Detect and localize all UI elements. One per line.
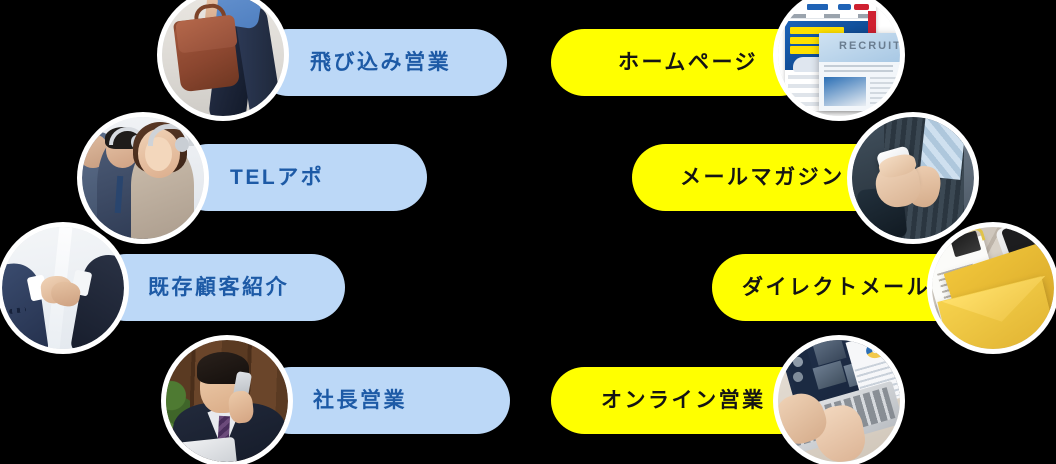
pill-right-3[interactable]: ダイレクトメール [712, 254, 974, 321]
pill-left-1[interactable]: 飛び込み営業 [255, 29, 507, 96]
president-on-phone-photo [166, 340, 288, 462]
briefcase-businessman-photo [162, 0, 284, 116]
yellow-envelopes-photo [932, 227, 1054, 349]
pill-right-3-label: ダイレクトメール [742, 276, 931, 299]
recruit-heading: RECRUIT [839, 40, 900, 53]
handshake-photo [2, 227, 124, 349]
call-center-operators-photo [82, 117, 204, 239]
smartphone-user-photo [852, 117, 974, 239]
pill-right-2-label: メールマガジン [680, 166, 845, 189]
pill-left-2[interactable]: TELアポ [175, 144, 427, 211]
pill-left-4[interactable]: 社長営業 [258, 367, 510, 434]
pill-right-2[interactable]: メールマガジン [632, 144, 894, 211]
pill-left-4-label: 社長営業 [313, 389, 408, 412]
pill-left-3[interactable]: 既存顧客紹介 [93, 254, 345, 321]
pill-right-4[interactable]: オンライン営業 [551, 367, 813, 434]
pill-left-2-label: TELアポ [230, 166, 325, 189]
pill-left-3-label: 既存顧客紹介 [148, 276, 290, 299]
website-screenshot-photo: RECRUIT [778, 0, 900, 116]
laptop-video-call-photo [778, 340, 900, 462]
pill-right-1-label: ホームページ [618, 51, 759, 74]
pill-left-1-label: 飛び込み営業 [310, 51, 452, 74]
pill-right-1[interactable]: ホームページ [551, 29, 813, 96]
pill-right-4-label: オンライン営業 [601, 389, 766, 412]
